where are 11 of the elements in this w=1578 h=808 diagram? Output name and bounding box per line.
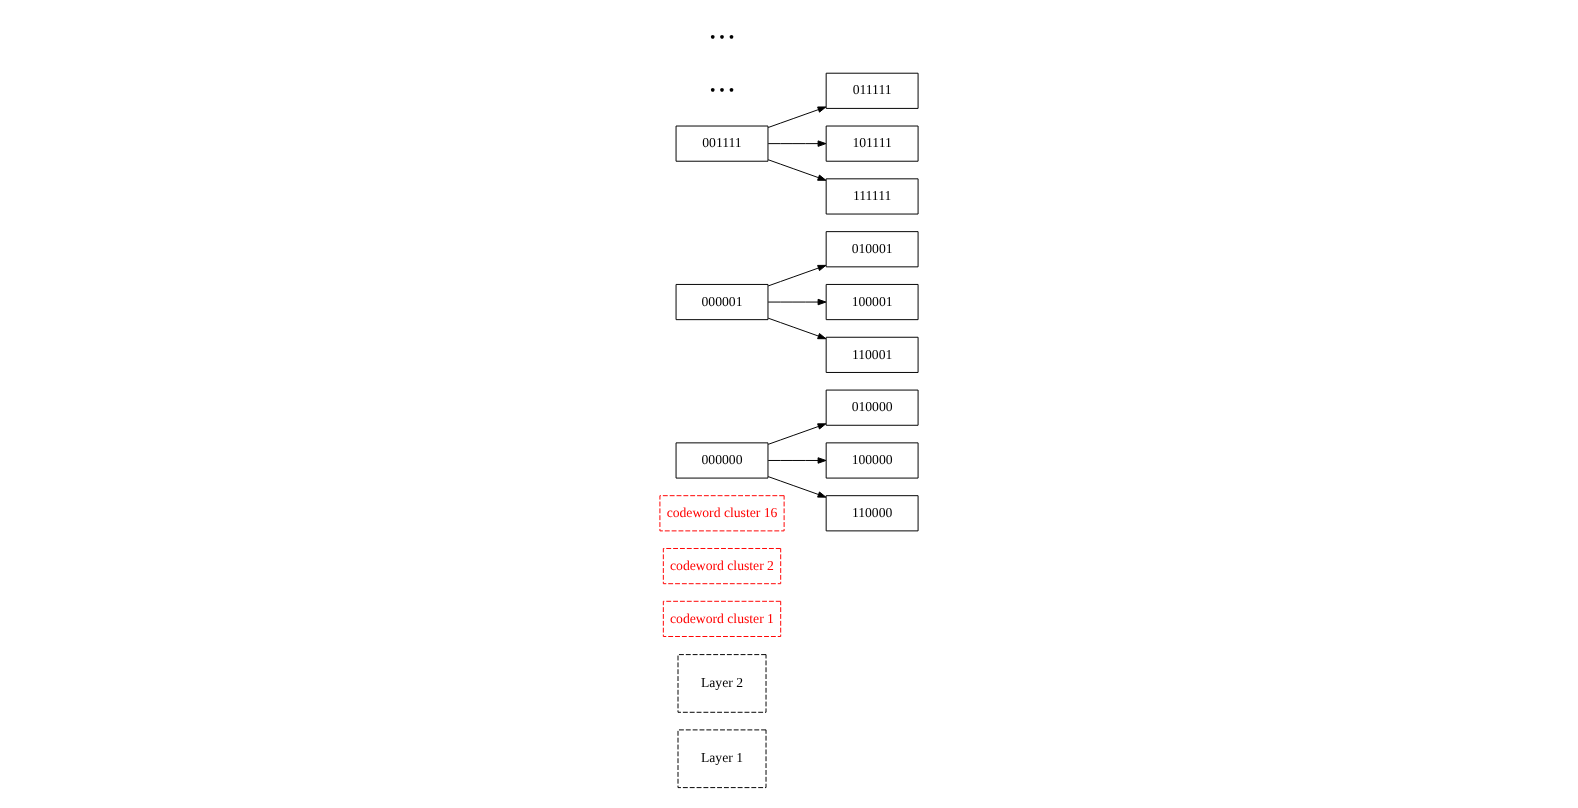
label: • • • <box>709 27 735 46</box>
arrow <box>767 476 827 498</box>
arrow <box>767 106 827 128</box>
arrow <box>767 298 827 306</box>
arrow <box>767 264 827 287</box>
arrow <box>767 457 827 464</box>
label: • • • <box>709 80 735 99</box>
arrow <box>767 140 827 147</box>
arrow <box>767 423 827 445</box>
arrow <box>767 159 827 181</box>
arrow <box>767 317 827 340</box>
